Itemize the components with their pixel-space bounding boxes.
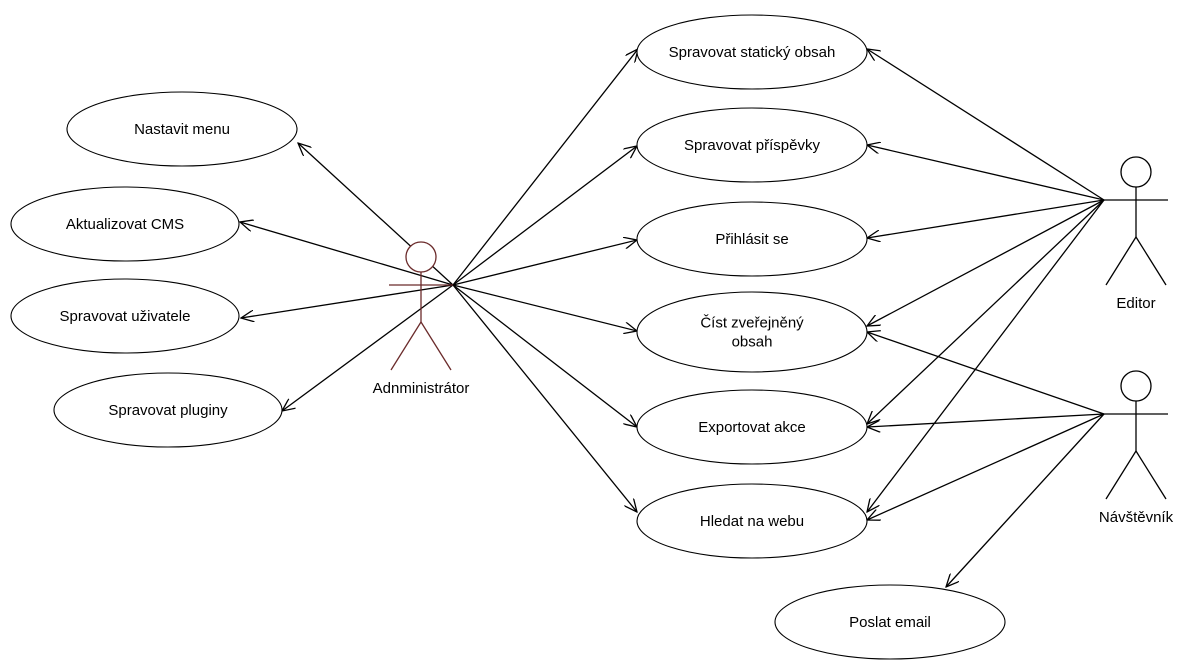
association-visitor-to-cist-zverejneny-obsah: [867, 332, 1105, 415]
actor-head-icon: [1120, 370, 1152, 402]
actor-head-icon: [1120, 156, 1152, 188]
use-case-spravovat-staticky-obsah: Spravovat statický obsah: [636, 14, 868, 90]
association-admin-to-aktualizovat-cms: [240, 222, 454, 286]
associations-layer: [240, 49, 1105, 587]
association-admin-to-cist-zverejneny-obsah: [452, 284, 637, 331]
use-case-ellipse: [636, 201, 868, 277]
actor-label: Editor: [1116, 295, 1155, 312]
use-case-label: Nastavit menu: [134, 121, 230, 138]
association-editor-to-exportovat-akce: [867, 199, 1105, 424]
use-case-ellipse: [636, 291, 868, 373]
association-editor-to-hledat-na-webu: [867, 199, 1105, 512]
use-case-poslat-email: Poslat email: [774, 584, 1006, 660]
actor-visitor: Návštěvník: [1099, 370, 1174, 526]
use-case-aktualizovat-cms: Aktualizovat CMS: [10, 186, 240, 262]
actor-right-leg: [1135, 236, 1167, 286]
use-case-label: Poslat email: [849, 614, 931, 631]
use-case-ellipse: [53, 372, 283, 448]
use-case-spravovat-pluginy: Spravovat pluginy: [53, 372, 283, 448]
actor-admin: Adnministrátor: [373, 241, 470, 397]
actor-left-leg: [1105, 236, 1137, 286]
use-case-ellipse: [636, 107, 868, 183]
association-admin-to-hledat-na-webu: [452, 284, 637, 512]
association-editor-to-cist-zverejneny-obsah: [867, 199, 1105, 326]
actor-head-icon: [405, 241, 437, 273]
use-case-spravovat-uzivatele: Spravovat uživatele: [10, 278, 240, 354]
use-case-ellipse: [10, 278, 240, 354]
use-case-exportovat-akce: Exportovat akce: [636, 389, 868, 465]
association-editor-to-spravovat-prispevky: [867, 145, 1105, 201]
association-admin-to-spravovat-pluginy: [282, 284, 454, 411]
association-visitor-to-poslat-email: [946, 413, 1105, 587]
use-case-label: Exportovat akce: [698, 419, 806, 436]
use-case-label: Hledat na webu: [700, 513, 804, 530]
association-editor-to-spravovat-staticky-obsah: [867, 49, 1105, 201]
association-admin-to-spravovat-uzivatele: [241, 284, 454, 318]
association-visitor-to-exportovat-akce: [867, 413, 1105, 427]
use-case-spravovat-prispevky: Spravovat příspěvky: [636, 107, 868, 183]
use-case-label: Spravovat příspěvky: [684, 137, 820, 154]
actor-label: Návštěvník: [1099, 509, 1174, 526]
actor-left-leg: [1105, 450, 1137, 500]
use-case-label-line: Číst zveřejněný: [700, 315, 804, 332]
use-case-label: Spravovat pluginy: [108, 402, 228, 419]
use-case-nastavit-menu: Nastavit menu: [66, 91, 298, 167]
use-case-label: Aktualizovat CMS: [66, 216, 184, 233]
use-case-ellipse: [774, 584, 1006, 660]
use-case-ellipse: [636, 14, 868, 90]
association-admin-to-prihlasit-se: [452, 240, 637, 286]
use-case-hledat-na-webu: Hledat na webu: [636, 483, 868, 559]
association-admin-to-exportovat-akce: [452, 284, 637, 427]
use-case-label: Spravovat uživatele: [60, 308, 191, 325]
use-case-label: Spravovat statický obsah: [669, 44, 836, 61]
actor-right-leg: [420, 321, 452, 371]
use-case-ellipse: [66, 91, 298, 167]
actor-left-leg: [390, 321, 422, 371]
association-admin-to-spravovat-staticky-obsah: [452, 49, 638, 286]
association-admin-to-spravovat-prispevky: [452, 146, 637, 286]
use-case-ellipse: [10, 186, 240, 262]
actor-label: Adnministrátor: [373, 380, 470, 397]
actor-right-leg: [1135, 450, 1167, 500]
association-visitor-to-hledat-na-webu: [867, 413, 1105, 520]
use-case-label-line: obsah: [732, 334, 773, 351]
actor-editor: Editor: [1104, 156, 1168, 312]
use-case-cist-zverejneny-obsah: Číst zveřejněný obsah: [636, 291, 868, 373]
use-case-prihlasit-se: Přihlásit se: [636, 201, 868, 277]
use-case-label: Přihlásit se: [715, 231, 788, 248]
association-editor-to-prihlasit-se: [867, 199, 1105, 238]
use-case-ellipse: [636, 483, 868, 559]
use-case-ellipse: [636, 389, 868, 465]
